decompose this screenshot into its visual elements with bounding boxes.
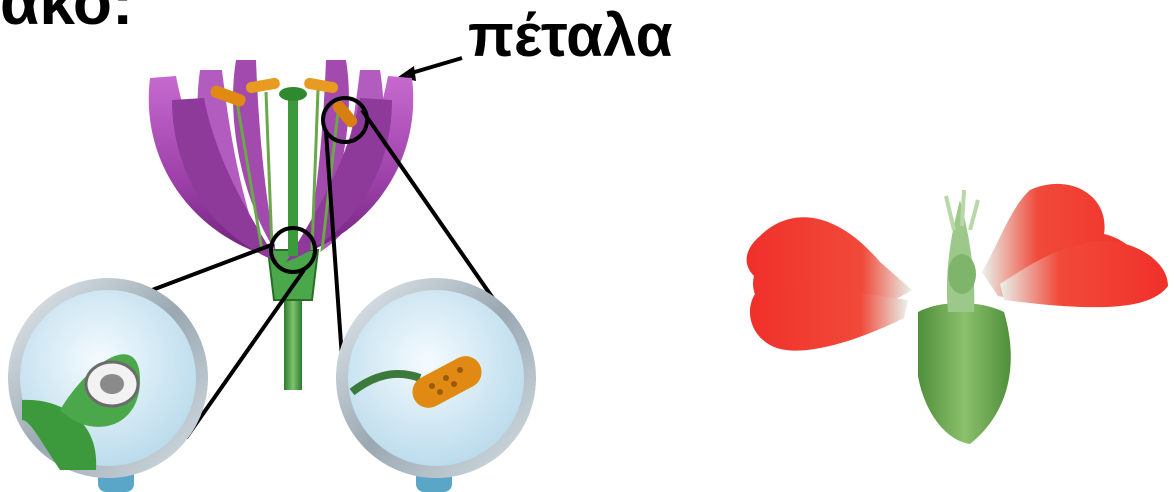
pistil xyxy=(288,96,298,256)
red-flower xyxy=(747,184,1168,444)
calyx xyxy=(918,303,1011,444)
petals-arrow xyxy=(398,58,462,81)
anther-magnifier xyxy=(336,278,536,492)
flower-stem xyxy=(284,290,302,390)
ovary-magnifier xyxy=(8,278,208,492)
stigma xyxy=(279,87,307,101)
